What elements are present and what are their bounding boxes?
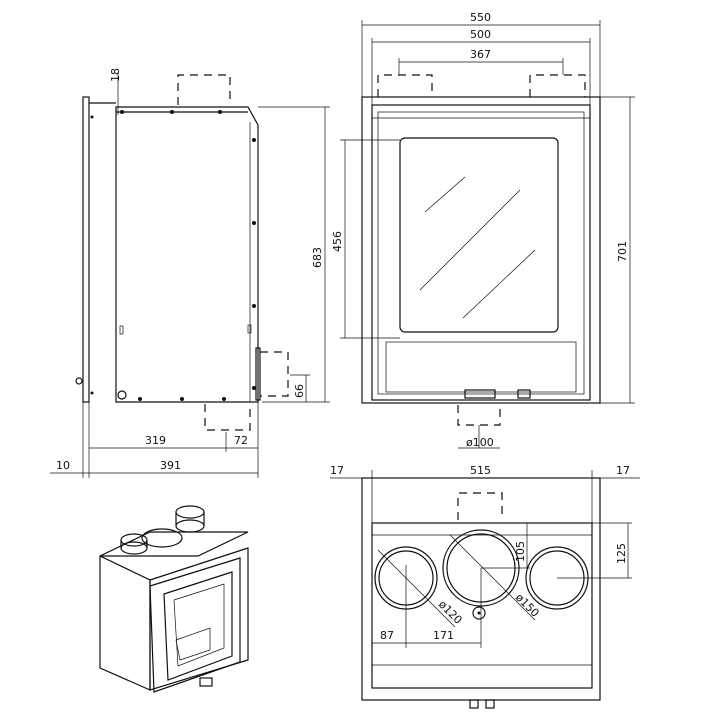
- dim-top-offset: 18: [109, 68, 122, 82]
- bottom-flue-outline: [204, 404, 251, 431]
- isometric-view: [99, 505, 249, 693]
- top-view: 105 125 87 171 ø120 ø150 17 515 17: [330, 464, 640, 709]
- dim-center-flue-diameter: ø150: [513, 591, 542, 620]
- dim-depth-to-flue: 319: [145, 434, 166, 447]
- rear-flue-outline: [260, 351, 289, 397]
- left-flue-outline: [377, 74, 433, 97]
- front-body: [371, 104, 591, 401]
- dim-side-flue-depth: 125: [615, 543, 628, 564]
- bolt-icon: [117, 390, 127, 400]
- front-frame-plate: [82, 96, 90, 403]
- side-view: 18 683 66 319 72 10 391: [50, 68, 330, 478]
- iso-side: [99, 555, 151, 691]
- dim-frame: 10: [56, 459, 70, 472]
- dim-height: 683: [311, 247, 324, 268]
- dim-flue-spacing: 367: [470, 48, 491, 61]
- right-flue-outline: [529, 74, 586, 97]
- bottom-flue-outline: [457, 405, 501, 426]
- top-flue-outline: [177, 74, 231, 105]
- dim-right-frame: 17: [616, 464, 630, 477]
- dim-bottom-flue: 66: [293, 384, 306, 398]
- side-body: [115, 106, 259, 403]
- dim-frame-width: 550: [470, 11, 491, 24]
- dim-body-width: 515: [470, 464, 491, 477]
- dim-flue-offset: 72: [234, 434, 248, 447]
- iso-door: [163, 571, 233, 681]
- top-body: [371, 522, 593, 689]
- front-frame: [361, 96, 601, 404]
- dim-glass-height: 456: [331, 231, 344, 252]
- dim-center-flue-depth: 105: [514, 541, 527, 562]
- glass-window: [399, 137, 559, 333]
- front-view: 550 500 367 456 701 ø100: [331, 11, 635, 449]
- dim-flue-spacing: 171: [433, 629, 454, 642]
- dim-total-height: 701: [616, 241, 629, 262]
- dim-side-flue-offset: 87: [380, 629, 394, 642]
- dim-bottom-flue-diameter: ø100: [466, 436, 494, 449]
- dim-total-depth: 391: [160, 459, 181, 472]
- dim-left-frame: 17: [330, 464, 344, 477]
- dim-body-width: 500: [470, 28, 491, 41]
- air-control-icon: [472, 606, 486, 620]
- glass-reflection: [424, 176, 466, 213]
- top-flue-outline: [457, 492, 503, 520]
